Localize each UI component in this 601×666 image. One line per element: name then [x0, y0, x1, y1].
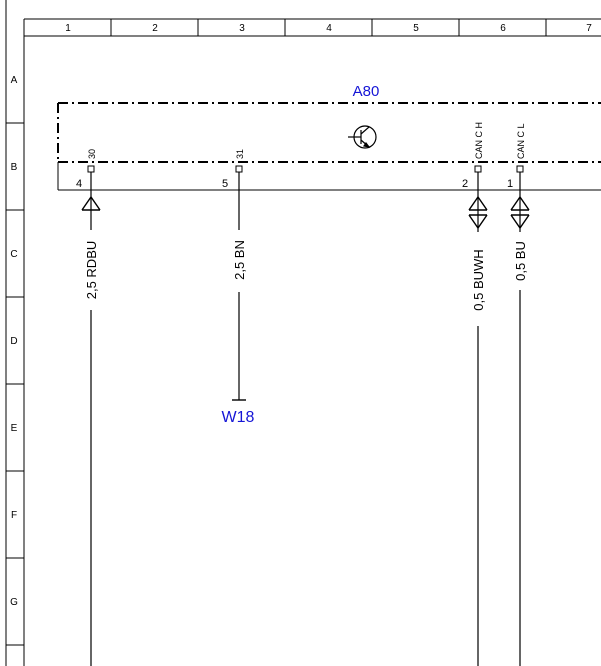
- pin-name: 30: [87, 149, 97, 159]
- grid-col-label: 5: [413, 23, 419, 34]
- pin-can-c-l: CAN C L 1: [507, 123, 526, 190]
- connector-arrow-icon: [81, 195, 101, 211]
- component-outline: [57, 102, 601, 163]
- grid-frame: [5, 0, 601, 666]
- pin-can-c-h: CAN C H 2: [462, 122, 484, 190]
- wire-label: 2,5 BN: [232, 240, 247, 280]
- pin-name: 31: [235, 149, 245, 159]
- grid-col-label: 4: [326, 23, 332, 34]
- wire-label: 2,5 RDBU: [84, 241, 99, 300]
- grid-row-label: F: [11, 510, 17, 521]
- grid-col-label: 6: [500, 23, 506, 34]
- grid-col-label: 7: [586, 23, 592, 34]
- grid-col-label: 2: [152, 23, 158, 34]
- grid-col-label: 1: [65, 23, 71, 34]
- pin-number: 1: [507, 178, 513, 190]
- transistor-icon: [348, 125, 377, 149]
- pin-name: CAN C H: [474, 122, 484, 159]
- component-label: A80: [353, 83, 380, 100]
- grid-row-label: G: [10, 597, 18, 608]
- pin-number: 2: [462, 178, 468, 190]
- wire-label: 0,5 BU: [513, 241, 528, 281]
- ground-label: W18: [222, 409, 255, 426]
- grid-row-label: E: [11, 423, 18, 434]
- grid-row-label: B: [11, 162, 18, 173]
- grid-col-label: 3: [239, 23, 245, 34]
- wire-label: 0,5 BUWH: [471, 249, 486, 310]
- pin-30: 30 4: [76, 149, 97, 190]
- grid-row-label: A: [11, 75, 18, 86]
- pin-31: 31 5: [222, 149, 245, 190]
- pin-number: 4: [76, 178, 82, 190]
- grid-row-label: C: [10, 249, 17, 260]
- grid-row-label: D: [10, 336, 17, 347]
- connector-double-arrow-icon: [468, 195, 488, 230]
- connector-strip: [57, 162, 601, 191]
- pin-name: CAN C L: [516, 123, 526, 159]
- connector-double-arrow-icon: [510, 195, 530, 230]
- pin-number: 5: [222, 178, 228, 190]
